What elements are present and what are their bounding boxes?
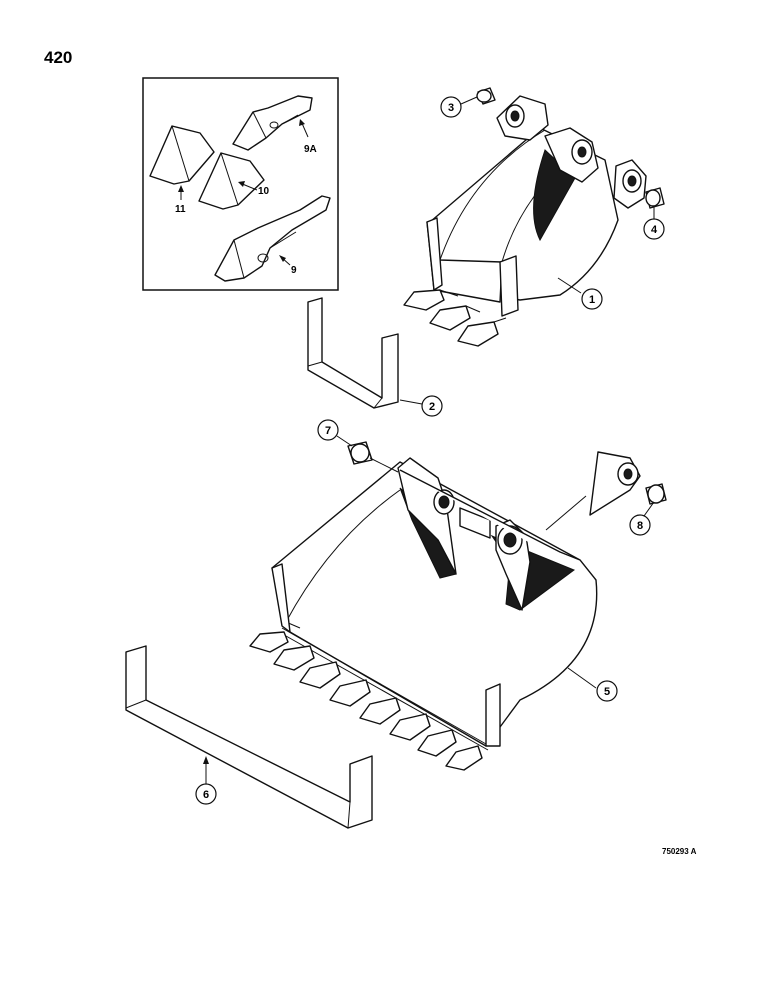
callout-5: [596, 680, 618, 702]
callout-9-label: 9: [291, 265, 297, 276]
callout-9a-label: 9A: [304, 144, 317, 155]
bushing-3-icon: [476, 87, 496, 105]
callout-2-label: 2: [429, 401, 435, 413]
callout-6-label: 6: [203, 789, 209, 801]
callout-8-label: 8: [637, 520, 643, 532]
callout-3: [440, 96, 462, 118]
page-number: 420: [44, 48, 73, 67]
tooth-part-10: [198, 152, 265, 210]
tooth-part-9: [214, 195, 331, 282]
callout-7: [317, 419, 339, 441]
wear-plate-6-icon: [125, 645, 373, 829]
callout-1-label: 1: [589, 294, 595, 306]
narrow-bucket-teeth: [403, 289, 507, 347]
callout-11-label: 11: [175, 204, 186, 215]
callout-7-label: 7: [325, 425, 331, 437]
callout-1: [581, 288, 603, 310]
figure-id: 750293 A: [662, 847, 697, 856]
callout-8: [629, 514, 651, 536]
callout-3-label: 3: [448, 102, 454, 114]
callout-6: [195, 783, 217, 805]
narrow-bucket-icon: [403, 95, 647, 347]
bushing-8-icon: [645, 483, 667, 505]
callout-10-label: 10: [258, 186, 270, 197]
tooth-part-11: [149, 125, 215, 185]
bushing-4-icon: [645, 187, 665, 209]
callout-2: [421, 395, 443, 417]
callout-4-label: 4: [651, 224, 658, 236]
bushing-7-icon: [347, 441, 399, 473]
tooth-part-9a: [232, 95, 313, 151]
tooth-detail-inset: 11 10 9A 9: [142, 77, 339, 291]
callout-4: [643, 218, 665, 240]
callout-5-label: 5: [604, 686, 610, 698]
side-cutter-icon: [589, 451, 641, 516]
wide-bucket-teeth: [249, 631, 483, 771]
wide-bucket-icon: [249, 457, 598, 771]
wear-plate-2-icon: [307, 297, 399, 409]
